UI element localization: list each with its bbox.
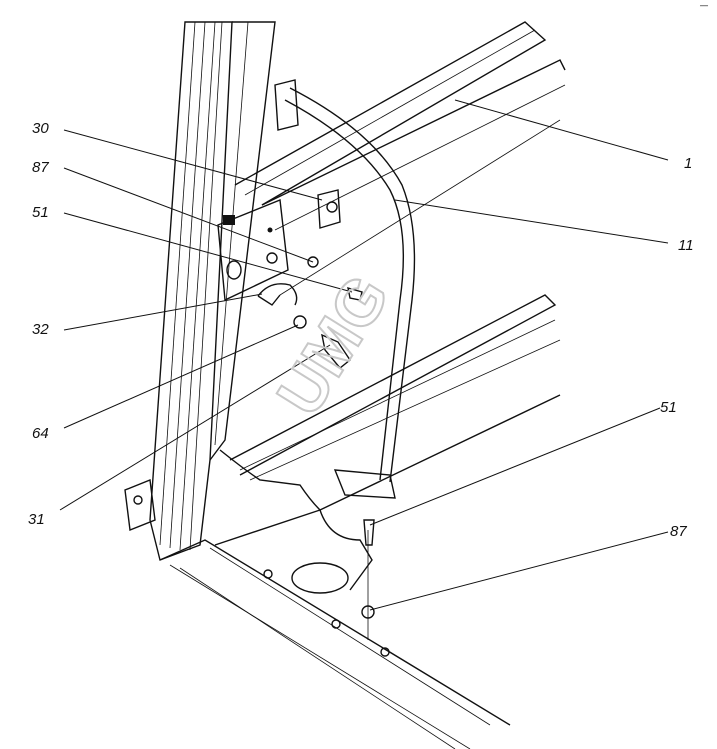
callout-1: 1: [684, 155, 692, 172]
upper-crossbeam: [234, 21, 566, 296]
callout-64: 64: [32, 425, 49, 442]
grab-handle-tube: [274, 79, 416, 499]
callout-11: 11: [678, 237, 694, 254]
mounting-plate: [217, 199, 289, 302]
hardware: [257, 256, 375, 640]
callout-31: 31: [28, 511, 45, 528]
callout-87-right: 87: [670, 523, 687, 540]
callout-32: 32: [32, 321, 49, 338]
lower-beam: [124, 294, 561, 531]
vertical-post: [149, 21, 276, 561]
callout-30: 30: [32, 120, 49, 137]
callout-51: 51: [32, 204, 49, 221]
leader-lines: [59, 99, 669, 611]
bottom-rail: [159, 509, 511, 749]
corner-mark: —: [699, 1, 709, 10]
clip-nut: [317, 189, 341, 229]
callout-87: 87: [32, 159, 49, 176]
callout-51-right: 51: [660, 399, 677, 416]
